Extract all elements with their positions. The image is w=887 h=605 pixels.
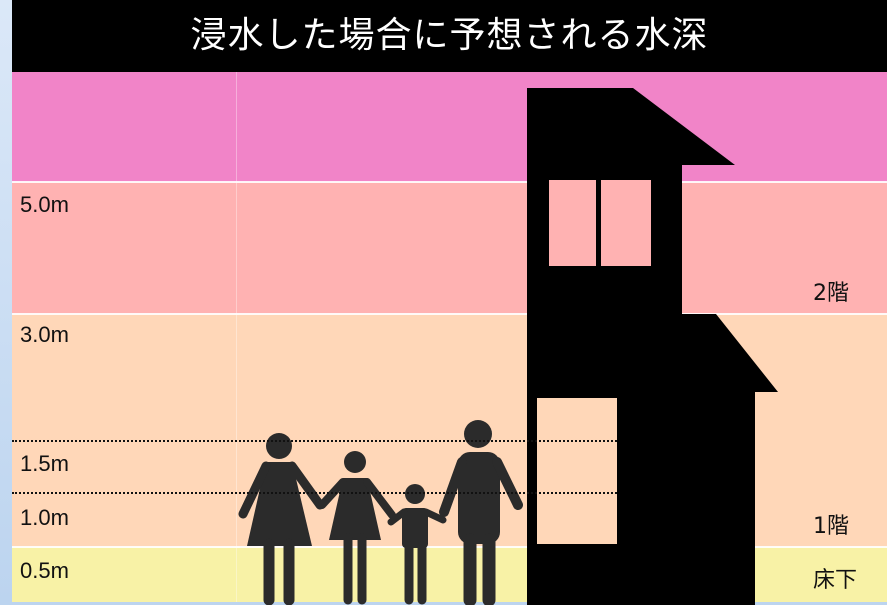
page-title: 浸水した場合に予想される水深 [190, 15, 709, 56]
house-windows [549, 180, 651, 266]
depth-band-over-5m [12, 72, 887, 182]
floor-label-underfloor: 床下 [812, 568, 857, 593]
level-line-1-5m [12, 440, 617, 442]
level-label-1-5m: 1.5m [20, 451, 69, 476]
house-door [537, 398, 617, 544]
people-icon [238, 420, 523, 605]
grid-vertical-line [236, 72, 237, 602]
level-label-0-5m: 0.5m [20, 558, 69, 583]
title-bar [12, 0, 887, 72]
divider-05m [12, 546, 887, 548]
divider-5m [12, 181, 887, 183]
level-label-1m: 1.0m [20, 505, 69, 530]
level-line-1-0m [12, 492, 617, 494]
depth-band-3-to-5m [12, 182, 887, 314]
floor-label-2f: 2階 [813, 281, 849, 306]
floor-label-1f: 1階 [813, 514, 849, 539]
level-label-3m: 3.0m [20, 322, 69, 347]
level-label-5m: 5.0m [20, 192, 69, 217]
divider-3m [12, 313, 887, 315]
